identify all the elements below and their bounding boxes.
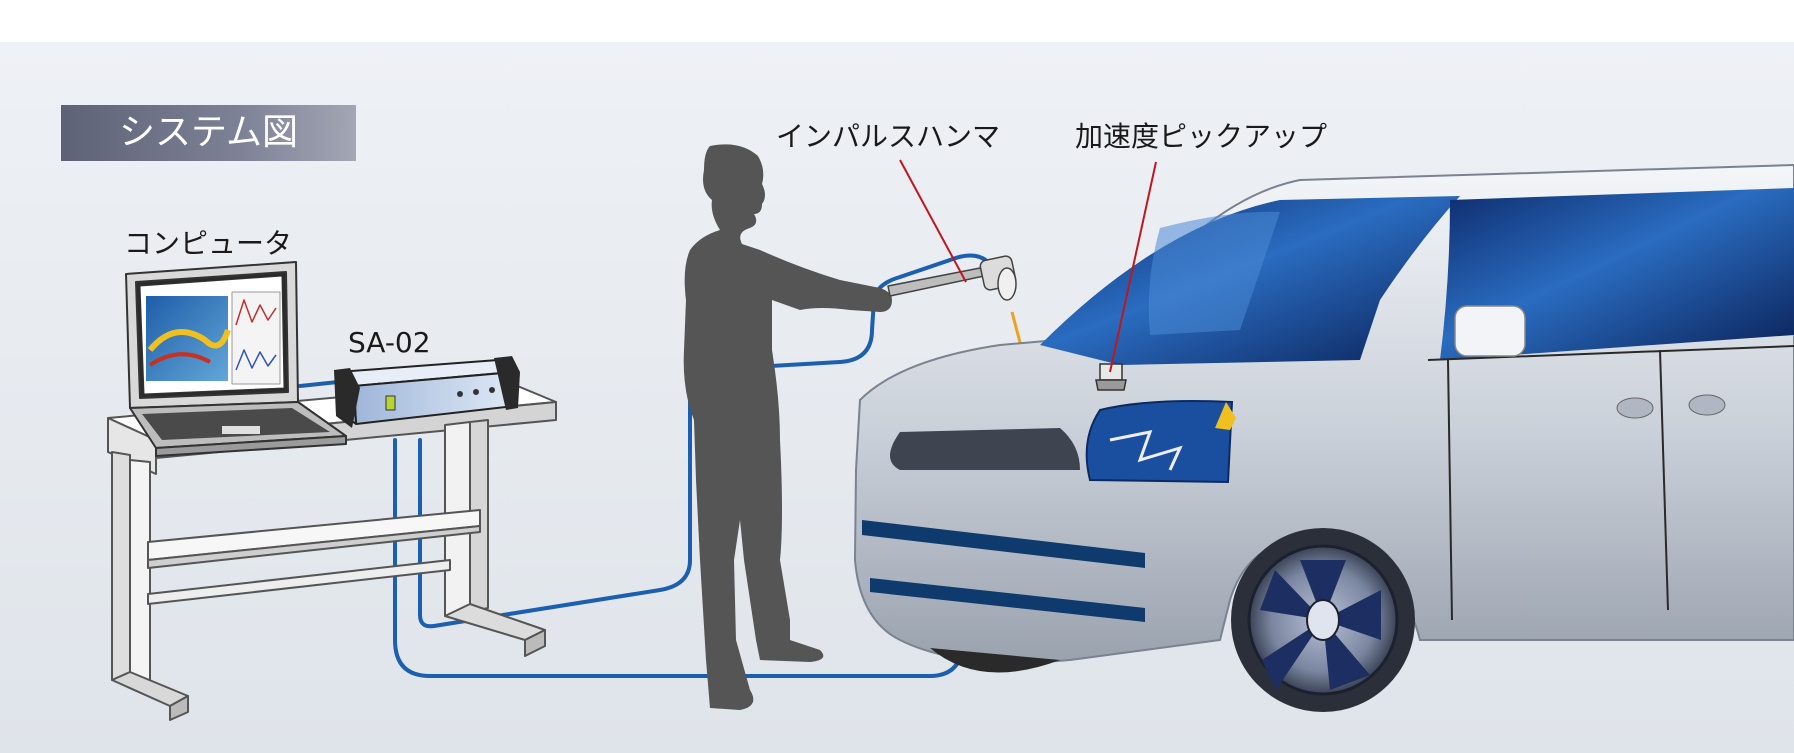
- minivan: [853, 163, 1794, 673]
- front-wheel: [1231, 528, 1415, 712]
- analyzer-label: SA-02: [348, 326, 431, 359]
- operator-silhouette: [683, 144, 892, 710]
- cable-laptop-to-analyzer: [298, 380, 340, 388]
- laptop-computer: [125, 261, 347, 457]
- pickup-leader-line: [1109, 161, 1157, 373]
- impulse-hammer: [887, 255, 1017, 301]
- pickup-label: 加速度ピックアップ: [1075, 120, 1328, 153]
- diagram-title: システム図: [61, 105, 356, 161]
- hammer-leader-line: [899, 159, 967, 283]
- sa-02-analyzer: [334, 356, 520, 428]
- hammer-label: インパルスハンマ: [776, 120, 1001, 153]
- computer-label: コンピュータ: [124, 227, 293, 260]
